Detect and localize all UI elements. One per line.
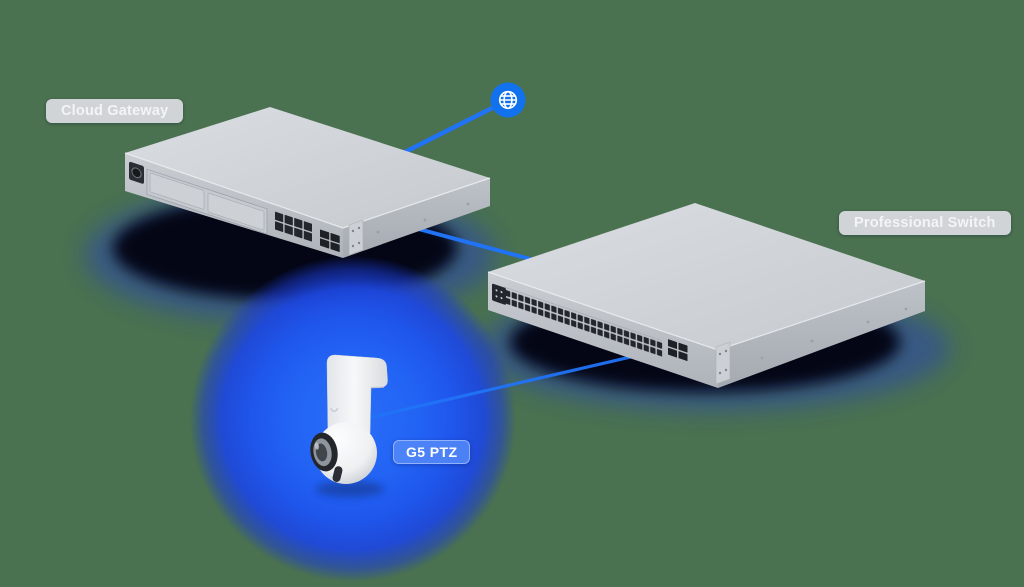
connection-line-gateway-switch	[398, 222, 547, 265]
gateway-front-details	[129, 161, 340, 252]
switch-device	[487, 203, 926, 388]
switch-display	[492, 283, 506, 305]
gateway-sfp-ports	[320, 229, 340, 252]
gateway-rack-ear	[348, 219, 364, 256]
switch-label-badge: Professional Switch	[839, 211, 1011, 235]
gateway-label-badge: Cloud Gateway	[46, 99, 184, 123]
switch-port-grid	[504, 288, 663, 358]
camera-label-badge: G5 PTZ	[393, 440, 471, 464]
gateway-top-face	[125, 107, 490, 228]
camera-u-logo	[330, 407, 339, 412]
camera-ir-slot	[332, 466, 343, 483]
switch-sfp-ports	[668, 339, 688, 362]
camera-device	[310, 354, 388, 497]
switch-front-details	[492, 283, 688, 362]
gateway-device	[124, 107, 491, 258]
switch-rack-ear	[715, 341, 731, 385]
gateway-port-grid	[275, 211, 313, 242]
connection-line-switch-camera	[366, 350, 654, 420]
switch-top-face	[488, 203, 925, 350]
gateway-right-face	[343, 178, 490, 258]
globe-icon	[490, 82, 526, 118]
switch-right-face	[718, 281, 925, 388]
connection-line-internet-gateway	[402, 99, 507, 155]
camera-ball-shadow	[316, 481, 384, 497]
camera-lens	[310, 432, 338, 472]
